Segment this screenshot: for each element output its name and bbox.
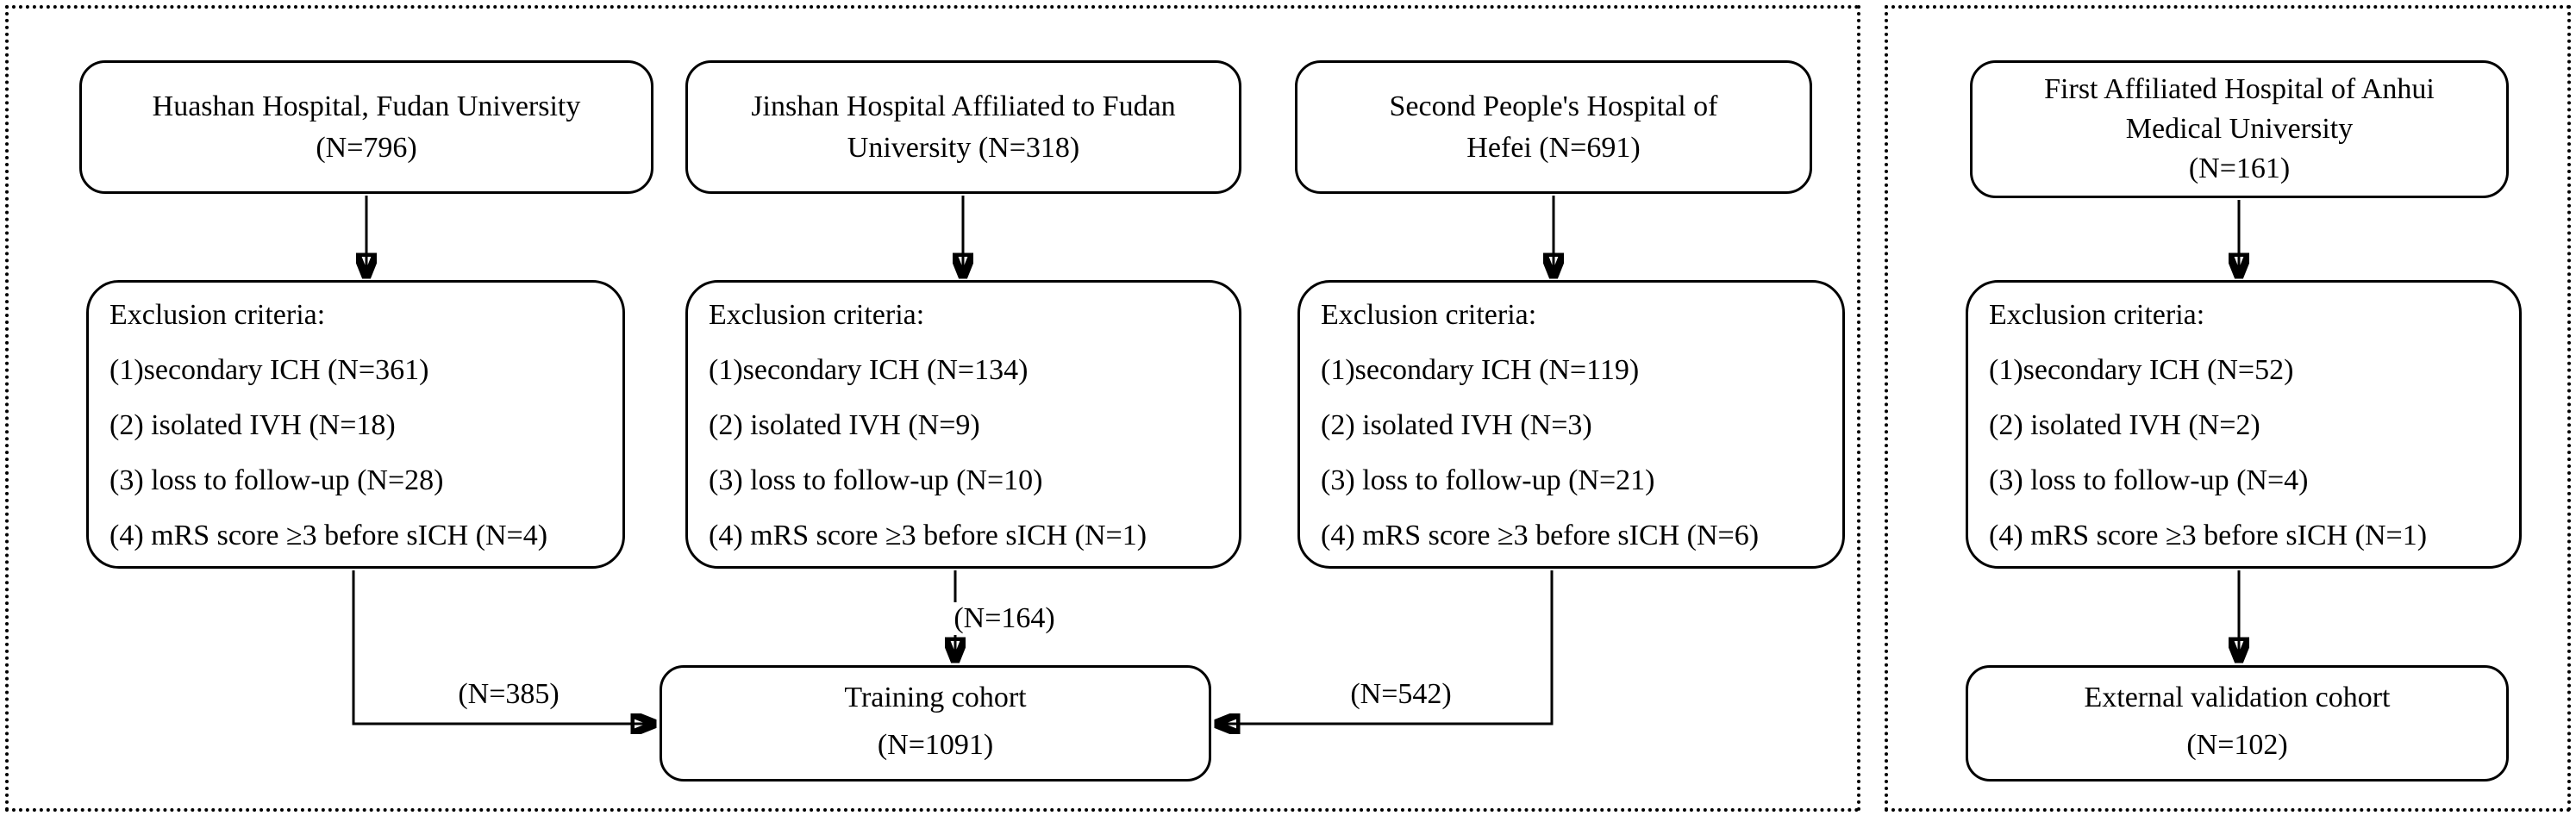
exclusion-item: (3) loss to follow-up (N=4) [1989, 464, 2309, 496]
exclusion-heading: Exclusion criteria: [1321, 299, 1537, 331]
hospital-box-hefei: Second People's Hospital of Hefei (N=691… [1295, 60, 1812, 194]
exclusion-item: (2) isolated IVH (N=2) [1989, 409, 2260, 441]
exclusion-item: (3) loss to follow-up (N=28) [109, 464, 444, 496]
hospital-n-line: University (N=318) [847, 131, 1080, 164]
exclusion-heading: Exclusion criteria: [1989, 299, 2205, 331]
hospital-name-line: First Affiliated Hospital of Anhui [2044, 73, 2435, 105]
exclusion-item: (2) isolated IVH (N=3) [1321, 409, 1592, 441]
exclusion-item: (3) loss to follow-up (N=21) [1321, 464, 1655, 496]
hospital-name-line: Jinshan Hospital Affiliated to Fudan [751, 90, 1176, 122]
flow-label-n164: (N=164) [948, 602, 1060, 635]
exclusion-item: (1)secondary ICH (N=134) [709, 354, 1029, 386]
external-validation-panel-border [1885, 5, 2571, 812]
hospital-name-line: Second People's Hospital of [1389, 90, 1718, 122]
exclusion-item: (4) mRS score ≥3 before sICH (N=1) [709, 520, 1147, 551]
exclusion-item: (4) mRS score ≥3 before sICH (N=6) [1321, 520, 1760, 551]
hospital-box-jinshan: Jinshan Hospital Affiliated to Fudan Uni… [685, 60, 1241, 194]
exclusion-item: (3) loss to follow-up (N=10) [709, 464, 1043, 496]
external-validation-cohort-box: External validation cohort (N=102) [1966, 665, 2509, 782]
training-cohort-box: Training cohort (N=1091) [660, 665, 1211, 782]
exclusion-item: (1)secondary ICH (N=119) [1321, 354, 1640, 386]
exclusion-item: (2) isolated IVH (N=9) [709, 409, 980, 441]
hospital-name-line: Medical University [2125, 113, 2354, 145]
flow-label-n542: (N=542) [1345, 678, 1457, 711]
exclusion-item: (1)secondary ICH (N=52) [1989, 354, 2294, 386]
hospital-n-line: (N=161) [2188, 153, 2291, 184]
training-panel-border [5, 5, 1860, 812]
exclusion-item: (1)secondary ICH (N=361) [109, 354, 429, 386]
exclusion-box-jinshan: Exclusion criteria: (1)secondary ICH (N=… [685, 280, 1241, 569]
hospital-name-line: Huashan Hospital, Fudan University [152, 90, 581, 122]
external-validation-n: (N=102) [2186, 729, 2288, 761]
hospital-n-line: Hefei (N=691) [1466, 131, 1641, 164]
exclusion-item: (2) isolated IVH (N=18) [109, 409, 396, 441]
flow-label-n385: (N=385) [453, 678, 565, 711]
exclusion-box-anhui: Exclusion criteria: (1)secondary ICH (N=… [1966, 280, 2522, 569]
exclusion-heading: Exclusion criteria: [709, 299, 925, 331]
external-validation-title: External validation cohort [2084, 682, 2391, 713]
exclusion-item: (4) mRS score ≥3 before sICH (N=1) [1989, 520, 2428, 551]
training-cohort-n: (N=1091) [877, 729, 994, 761]
exclusion-box-hefei: Exclusion criteria: (1)secondary ICH (N=… [1297, 280, 1845, 569]
hospital-n-line: (N=796) [316, 131, 417, 164]
exclusion-item: (4) mRS score ≥3 before sICH (N=4) [109, 520, 548, 551]
hospital-box-huashan: Huashan Hospital, Fudan University (N=79… [79, 60, 653, 194]
exclusion-box-huashan: Exclusion criteria: (1)secondary ICH (N=… [86, 280, 625, 569]
training-cohort-title: Training cohort [844, 682, 1027, 713]
hospital-box-anhui: First Affiliated Hospital of Anhui Medic… [1970, 60, 2509, 198]
exclusion-heading: Exclusion criteria: [109, 299, 326, 331]
